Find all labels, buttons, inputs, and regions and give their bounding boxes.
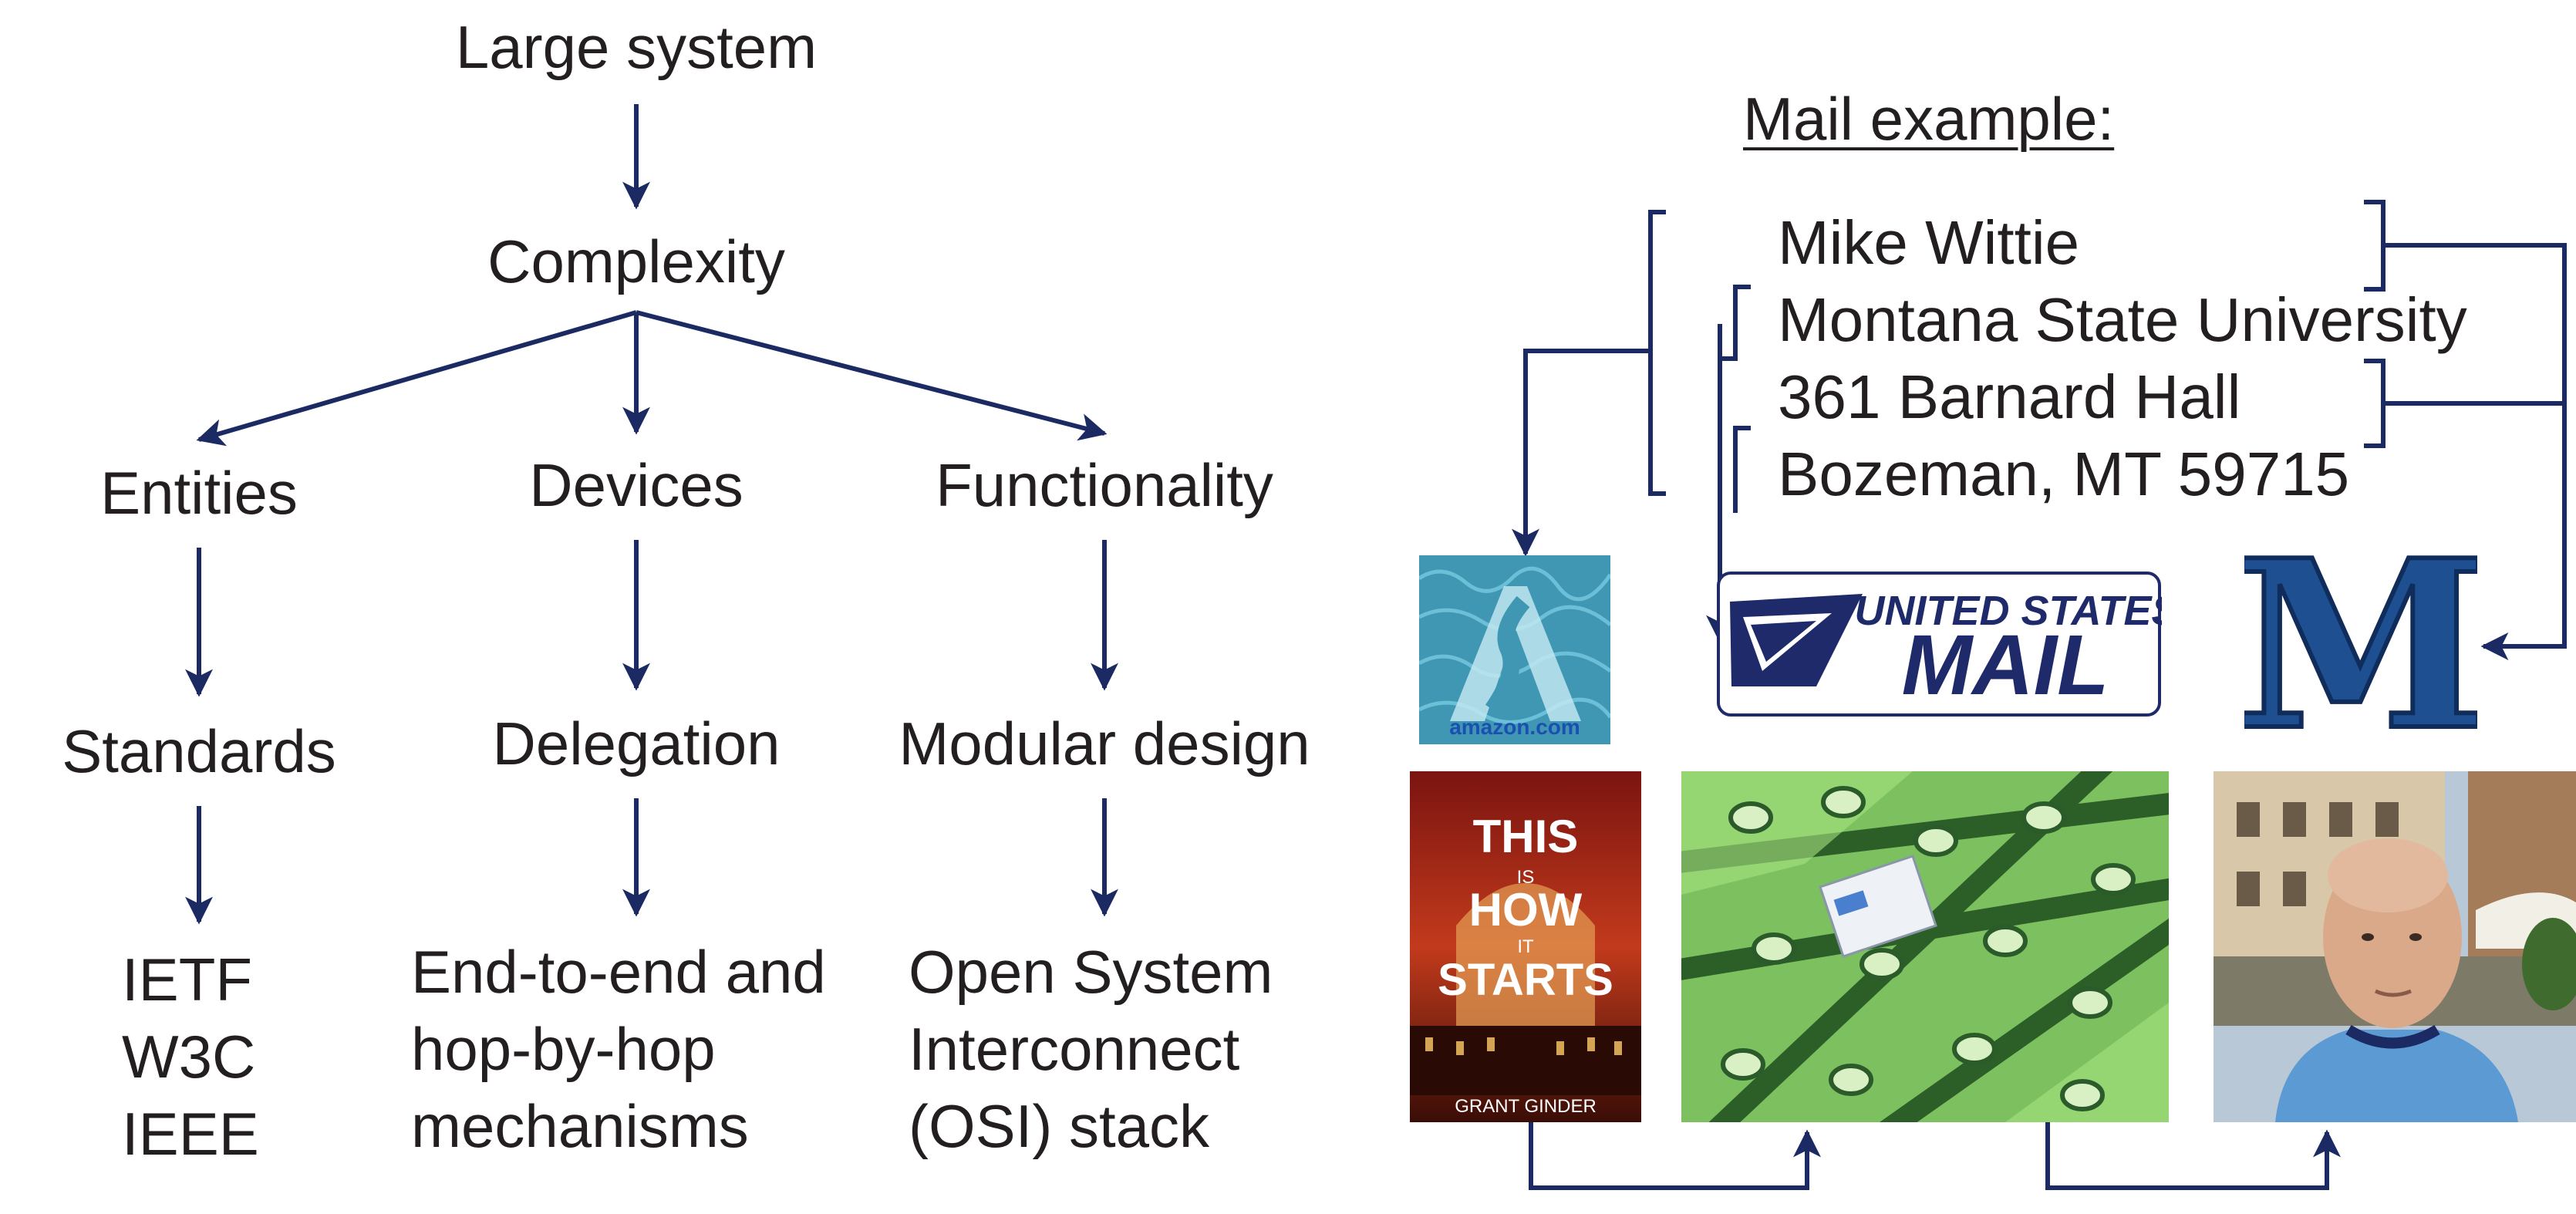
examples-delegation: End-to-end and hop-by-hop mechanisms — [411, 938, 826, 1160]
node-standards: Standards — [62, 717, 336, 785]
arrow-book-to-sorting — [1529, 1122, 1821, 1190]
address-name: Mike Wittie — [1778, 208, 2080, 277]
book-title-is: IS — [1517, 867, 1535, 888]
address-city: Bozeman, MT 59715 — [1778, 440, 2350, 508]
book-title-starts: STARTS — [1438, 955, 1613, 1005]
recipient-photo — [2214, 771, 2576, 1122]
book-title-how: HOW — [1469, 884, 1583, 936]
book-title-it: IT — [1517, 936, 1534, 957]
arrow-complexity-to-functionality — [636, 310, 1108, 441]
usps-top-text: UNITED STATES — [1854, 588, 2162, 634]
usps-logo: UNITED STATES MAIL — [1716, 571, 2162, 717]
amazon-logo: amazon.com — [1419, 555, 1610, 744]
arrow-sorting-to-person — [2045, 1122, 2341, 1190]
bracket-university — [1720, 285, 1751, 361]
mail-example-title: Mail example: — [1743, 85, 2115, 153]
node-functionality: Functionality — [936, 451, 1273, 519]
book-author: GRANT GINDER — [1455, 1096, 1597, 1117]
examples-modular: Open System Interconnect (OSI) stack — [909, 938, 1273, 1160]
address-university: Montana State University — [1778, 285, 2467, 354]
bracket-name — [2364, 200, 2385, 292]
arrow-person-to-montana — [2383, 243, 2567, 660]
bracket-full-address — [1648, 210, 1666, 496]
bracket-city — [1733, 426, 1751, 513]
montana-m-letter: M — [2244, 548, 2477, 737]
node-delegation: Delegation — [492, 710, 781, 777]
montana-state-logo: M — [2244, 548, 2477, 737]
mail-sorting-photo — [1681, 771, 2169, 1122]
arrow-address-to-amazon — [1512, 349, 1650, 557]
amazon-logo-text: amazon.com — [1449, 715, 1580, 739]
node-entities: Entities — [100, 459, 298, 527]
address-street: 361 Barnard Hall — [1778, 363, 2241, 431]
bracket-street — [2364, 359, 2385, 448]
node-large-system: Large system — [455, 13, 818, 81]
book-title-this: THIS — [1473, 811, 1579, 862]
book-cover-photo: THIS IS HOW IT STARTS GRANT GINDER — [1410, 771, 1641, 1122]
node-complexity: Complexity — [487, 228, 785, 295]
usps-bottom-text: MAIL — [1902, 618, 2109, 713]
node-modular-design: Modular design — [899, 710, 1310, 777]
arrow-complexity-to-entities — [196, 310, 637, 447]
node-devices: Devices — [529, 451, 743, 519]
examples-standards: IETF W3C IEEE — [122, 946, 259, 1168]
